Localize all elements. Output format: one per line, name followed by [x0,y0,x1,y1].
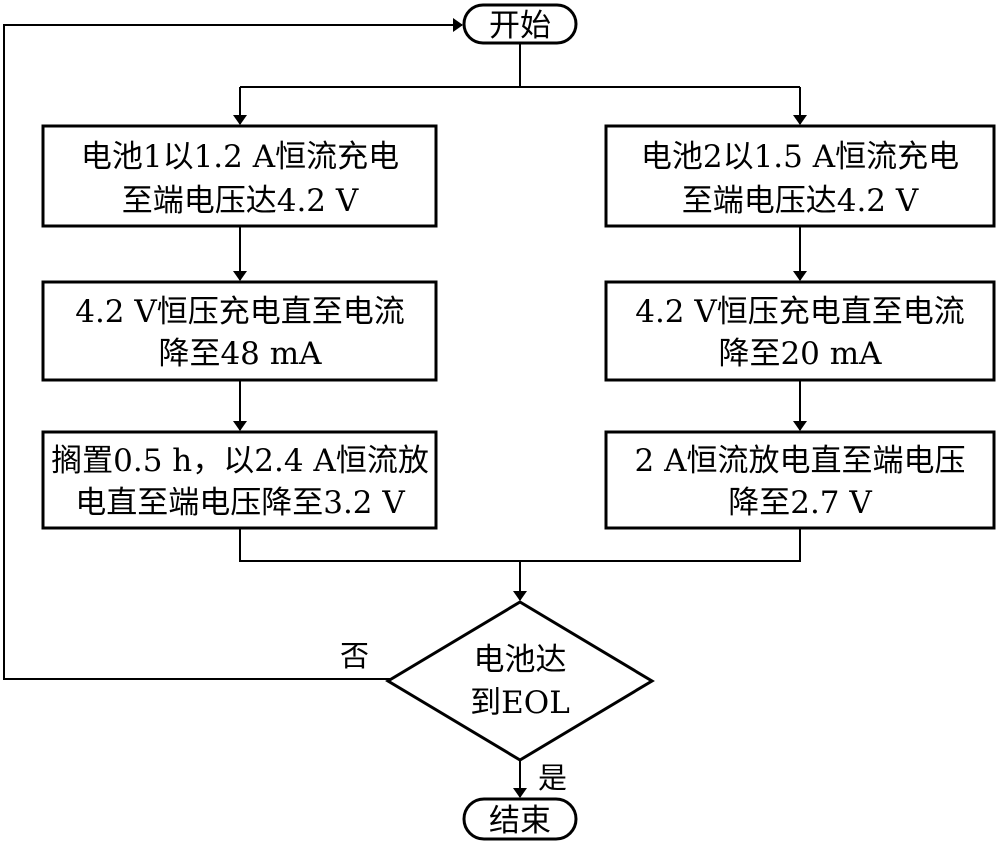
battery1-step2-line2: 降至48 mA [158,336,322,372]
battery1-step3-box [41,430,438,530]
arrow-decision-no-loop [3,18,463,680]
end-shape [462,797,578,841]
connector-merge [239,528,801,562]
battery1-step2-box [41,280,438,382]
decision-diamond [385,600,655,762]
battery2-step1: 电池2以1.5 A恒流充电 至端电压达4.2 V [604,124,996,228]
no-branch-label: 否 [340,639,369,673]
battery2-step2: 4.2 V恒压充电直至电流 降至20 mA [604,280,996,382]
decision-line2: 到EOL [470,685,570,721]
battery2-step2-line2: 降至20 mA [718,336,882,372]
decision-line1: 电池达 [474,642,567,678]
battery2-step2-line1: 4.2 V恒压充电直至电流 [635,294,965,330]
connectors [3,18,807,798]
battery2-step3-box [604,430,996,530]
battery2-step1-line1: 电池2以1.5 A恒流充电 [641,139,959,175]
battery1-step1-line2: 至端电压达4.2 V [122,183,359,219]
end-terminal: 结束 [462,797,578,841]
battery1-step1-box [41,124,438,228]
battery1-step2-line1: 4.2 V恒压充电直至电流 [75,294,405,330]
battery2-step2-box [604,280,996,382]
start-label: 开始 [489,8,551,44]
start-terminal: 开始 [462,3,578,45]
battery1-step1-line1: 电池1以1.2 A恒流充电 [81,139,399,175]
start-shape [462,3,578,45]
battery1-step3: 搁置0.5 h，以2.4 A恒流放 电直至端电压降至3.2 V [41,430,438,530]
battery2-step3-line2: 降至2.7 V [728,485,872,521]
battery1-step2: 4.2 V恒压充电直至电流 降至48 mA [41,280,438,382]
battery1-step3-line2: 电直至端电压降至3.2 V [75,485,405,521]
battery2-step3-line1: 2 A恒流放电直至端电压 [635,443,966,479]
connector-start-split [240,43,800,88]
decision-eol: 电池达 到EOL [385,600,655,762]
end-label: 结束 [489,803,551,839]
battery2-step1-box [604,124,996,228]
battery1-step3-line1: 搁置0.5 h，以2.4 A恒流放 [51,443,429,479]
battery2-step1-line2: 至端电压达4.2 V [682,183,919,219]
yes-branch-label: 是 [538,761,567,795]
battery1-step1: 电池1以1.2 A恒流充电 至端电压达4.2 V [41,124,438,228]
battery2-step3: 2 A恒流放电直至端电压 降至2.7 V [604,430,996,530]
